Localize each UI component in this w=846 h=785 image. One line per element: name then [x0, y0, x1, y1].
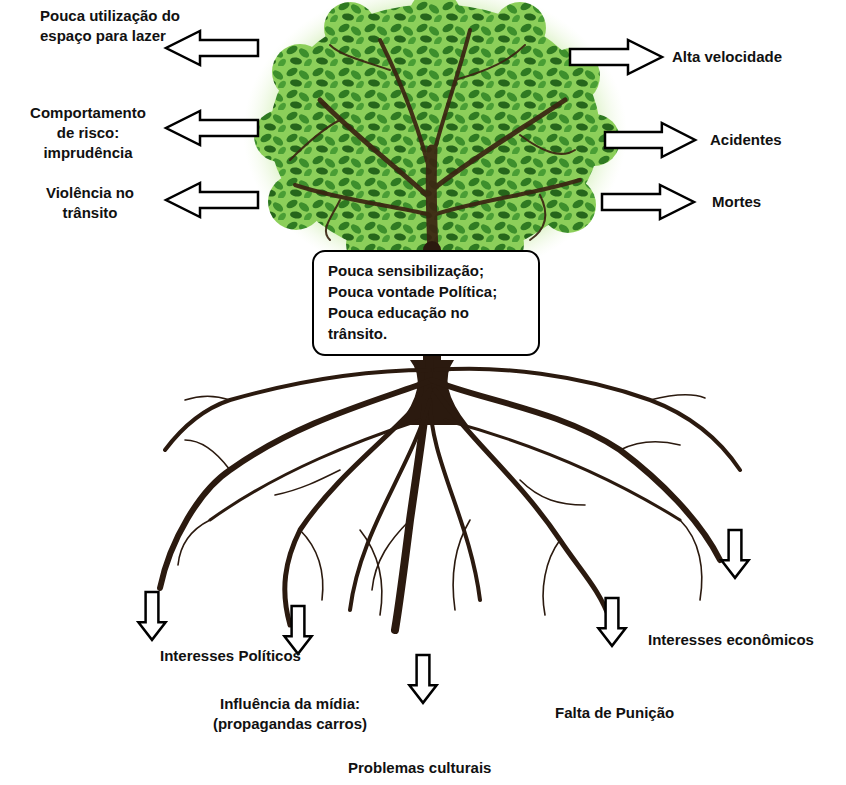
- arrow-down: [284, 606, 311, 654]
- label-text: Interesses Políticos: [160, 646, 301, 666]
- label-text: Comportamento de risco: imprudência: [22, 103, 154, 163]
- tree-roots: [160, 250, 740, 630]
- arrow-left: [166, 183, 258, 217]
- arrow-left: [166, 111, 258, 145]
- label-text: Falta de Punição: [555, 703, 674, 723]
- box-text: Pouca vontade Política;: [328, 281, 524, 302]
- arrow-down: [721, 530, 748, 578]
- label-text: Mortes: [712, 192, 761, 212]
- arrow-right: [570, 40, 662, 74]
- arrow-down: [409, 655, 436, 703]
- arrow-left: [166, 31, 258, 65]
- tree-canopy: [243, 0, 627, 282]
- label-text: Violência no trânsito: [40, 183, 140, 223]
- arrow-right: [602, 185, 694, 219]
- tree-branches: [290, 30, 580, 255]
- label-text: Interesses econômicos: [648, 630, 814, 650]
- label-text: Alta velocidade: [672, 47, 782, 67]
- label-text: Influência da mídia: (propagandas carros…: [195, 694, 385, 734]
- arrow-down: [598, 598, 625, 646]
- arrow-down: [138, 592, 165, 640]
- label-text: Acidentes: [710, 130, 782, 150]
- label-text: Pouca utilização do espaço para lazer: [40, 6, 185, 46]
- process-box: Pouca sensibilização;Pouca vontade Polít…: [312, 250, 540, 356]
- box-text: Pouca educação no trânsito.: [328, 302, 524, 344]
- block-arrows: [138, 31, 748, 703]
- arrow-right: [605, 123, 695, 157]
- box-text: Pouca sensibilização;: [328, 260, 524, 281]
- label-text: Problemas culturais: [348, 758, 491, 778]
